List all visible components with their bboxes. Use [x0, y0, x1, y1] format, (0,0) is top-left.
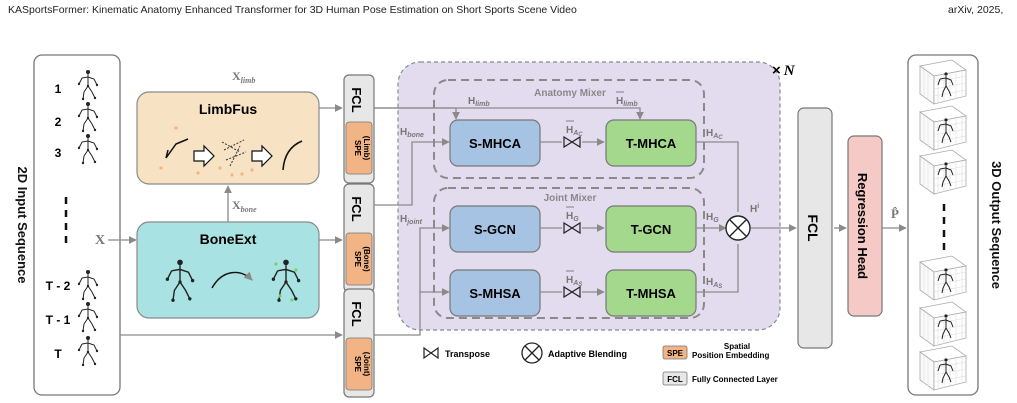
frame-label-1: 1	[55, 82, 62, 96]
legend-transpose: Transpose	[445, 349, 490, 359]
paper-running-title: KASportsFormer: Kinematic Anatomy Enhanc…	[8, 4, 577, 16]
spe-bone-tag	[345, 232, 373, 286]
spe-limb-tag	[345, 121, 373, 175]
limb-sketch	[165, 138, 189, 159]
legend-blending: Adaptive Blending	[548, 349, 627, 359]
h-ac-label: HAC	[706, 128, 723, 141]
t-mhsa-label: T-MHSA	[626, 286, 676, 301]
h-bone-label: Hbone	[400, 127, 424, 139]
x-bone-label: Xbone	[232, 198, 257, 214]
boneext-label: BoneExt	[200, 231, 257, 247]
frame-label-t-1: T - 1	[46, 313, 71, 327]
s-gcn-label: S-GCN	[474, 222, 516, 237]
frame-label-3: 3	[55, 146, 62, 160]
legend-spe-tag: SPE	[667, 349, 684, 358]
limb-fusion-sketch	[221, 139, 247, 167]
s-mhca-block	[449, 119, 541, 167]
x-symbol: X	[95, 233, 105, 248]
fcl-bone-label: FCL	[349, 196, 364, 221]
x-limb-label: Xlimb	[232, 69, 255, 85]
regression-head-label: Regression Head	[855, 173, 870, 279]
h-limb-label: Hlimb	[468, 96, 490, 108]
limbfus-label: LimbFus	[199, 101, 258, 117]
pose-3d-cube	[919, 59, 967, 105]
limbfus-block	[136, 91, 320, 185]
transpose-icon	[563, 285, 581, 299]
fcl-joint-label: FCL	[349, 301, 364, 326]
spe-joint-tag	[345, 337, 373, 391]
h-joint-label: Hjoint	[400, 214, 423, 226]
spe-bone-sub: (Bone)	[362, 246, 371, 272]
fcl-limb-label: FCL	[349, 87, 364, 112]
pose-3d-cube	[919, 149, 967, 195]
t-mhca-block	[605, 119, 697, 167]
repeat-n-label: ×N	[772, 62, 796, 79]
s-gcn-block	[449, 205, 541, 253]
spe-bone-label: SPE	[353, 251, 362, 268]
s-mhca-label: S-MHCA	[469, 136, 522, 151]
transpose-icon	[563, 221, 581, 235]
joint-mixer-box	[433, 187, 705, 319]
joint-mixer-label: Joint Mixer	[544, 193, 597, 204]
t-gcn-label: T-GCN	[631, 222, 671, 237]
fused-limb-sketch	[282, 140, 303, 171]
extract-arrow-icon	[211, 271, 253, 289]
h-limb-tilde-label: Hlimb	[616, 96, 638, 108]
output-sequence-label: 3D Output Sequence	[989, 161, 1004, 289]
t-gcn-block	[605, 205, 697, 253]
t-mhca-label: T-MHCA	[626, 136, 677, 151]
h-as-label: HAS	[706, 277, 722, 290]
legend-spe-desc-2: Position Embedding	[692, 351, 769, 360]
spe-joint-label: SPE	[353, 356, 362, 373]
h-i-label: Hi	[750, 203, 759, 215]
input-sequence-label: 2D Input Sequence	[15, 166, 30, 283]
frame-label-2: 2	[55, 115, 62, 129]
regression-head-block	[847, 135, 883, 317]
s-mhsa-block	[449, 269, 541, 317]
fuse-arrow-icon	[193, 144, 215, 168]
frame-label-t-2: T - 2	[46, 279, 71, 293]
legend-fcl-tag: FCL	[667, 375, 683, 384]
input-sequence-panel	[33, 54, 121, 396]
pose-3d-cube	[919, 345, 967, 391]
h-tilde-as-label: HAS	[566, 275, 582, 288]
p-hat-symbol: P̂	[891, 206, 899, 221]
legend-spe-desc-1: Spatial	[724, 342, 750, 351]
t-mhsa-block	[605, 269, 697, 317]
spe-limb-sub: (Limb)	[362, 136, 371, 161]
transpose-legend-icon	[423, 346, 439, 360]
paper-venue: arXiv, 2025,	[948, 4, 1004, 16]
fcl-final-label: FCL	[805, 214, 821, 242]
h-g-label: HG	[706, 212, 719, 224]
anatomy-mixer-box	[433, 79, 705, 179]
fuse-arrow-icon	[251, 144, 273, 168]
transpose-icon	[563, 135, 581, 149]
spe-joint-sub: (Joint)	[362, 352, 371, 377]
fcl-legend-tag	[662, 371, 688, 386]
fcl-final-block	[797, 107, 833, 349]
pose-3d-cube	[919, 105, 967, 151]
h-tilde-ac-label: HAC	[566, 125, 583, 138]
pose-3d-cube	[919, 301, 967, 347]
spe-limb-label: SPE	[353, 140, 362, 157]
legend-fcl-desc: Fully Connected Layer	[692, 375, 778, 384]
anatomy-mixer-label: Anatomy Mixer	[534, 88, 606, 99]
h-tilde-g-label: HG	[566, 211, 579, 223]
s-mhsa-label: S-MHSA	[469, 286, 521, 301]
spe-legend-tag	[662, 345, 688, 360]
frame-label-t: T	[54, 347, 62, 361]
pose-3d-cube	[919, 255, 967, 301]
